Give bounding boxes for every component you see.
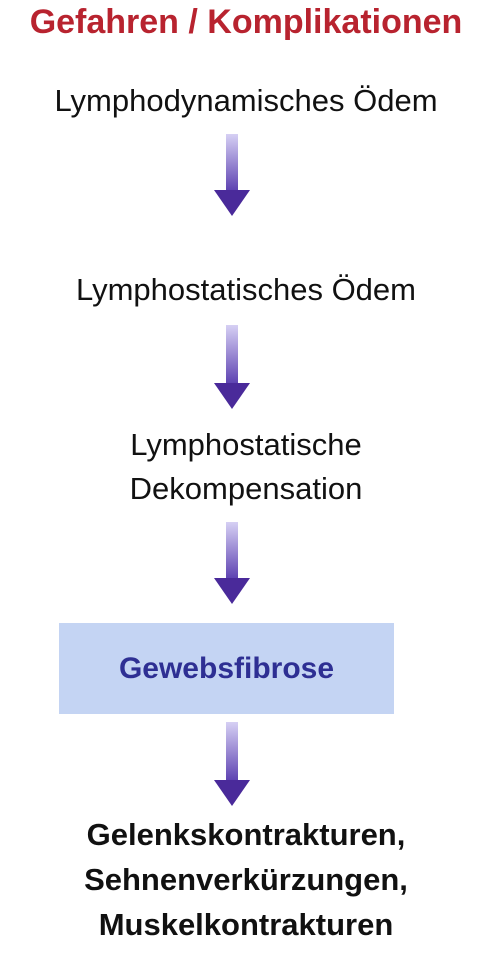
step-kontrakturen: Gelenkskontrakturen, Sehnenverkürzungen,… — [0, 812, 492, 947]
step-lymphostatische-dekompensation: Lymphostatische Dekompensation — [0, 423, 492, 511]
step3-line-2: Dekompensation — [129, 471, 363, 506]
step-gewebsfibrose: Gewebsfibrose — [118, 652, 335, 685]
arrow-down-icon — [214, 722, 250, 806]
step-lymphodynamisches-oedem: Lymphodynamisches Ödem — [54, 83, 438, 118]
diagram-title: Gefahren / Komplikationen — [29, 3, 463, 41]
step5-line-2: Sehnenverkürzungen, — [84, 862, 408, 897]
arrow-down-icon — [214, 134, 250, 216]
arrow-down-icon — [214, 325, 250, 409]
step5-line-1: Gelenkskontrakturen, — [86, 817, 406, 852]
step3-line-1: Lymphostatische — [130, 427, 362, 462]
highlight-box-gewebsfibrose: Gewebsfibrose — [59, 623, 394, 714]
step-lymphostatisches-oedem: Lymphostatisches Ödem — [75, 272, 416, 307]
step5-line-3: Muskelkontrakturen — [98, 907, 394, 942]
arrow-down-icon — [214, 522, 250, 604]
